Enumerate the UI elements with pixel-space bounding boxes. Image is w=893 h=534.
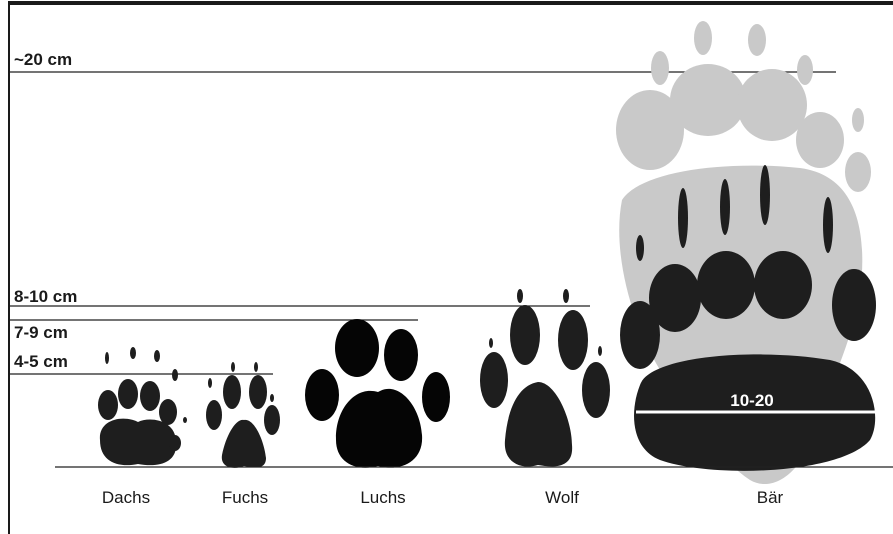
size-label-20cm: ~20 cm xyxy=(14,51,72,68)
animal-label-baer: Bär xyxy=(757,489,783,506)
size-label-4-5cm: 4-5 cm xyxy=(14,353,68,370)
fuchs-track xyxy=(206,362,280,468)
animal-label-wolf: Wolf xyxy=(545,489,579,506)
animal-label-dachs: Dachs xyxy=(102,489,150,506)
animal-label-luchs: Luchs xyxy=(360,489,405,506)
bear-track xyxy=(616,21,880,484)
size-label-7-9cm: 7-9 cm xyxy=(14,324,68,341)
luchs-track xyxy=(305,319,450,468)
dachs-track xyxy=(98,347,187,465)
wolf-track xyxy=(480,289,610,466)
bear-range-label: 10-20 xyxy=(730,392,773,409)
size-label-8-10cm: 8-10 cm xyxy=(14,288,77,305)
animal-label-fuchs: Fuchs xyxy=(222,489,268,506)
